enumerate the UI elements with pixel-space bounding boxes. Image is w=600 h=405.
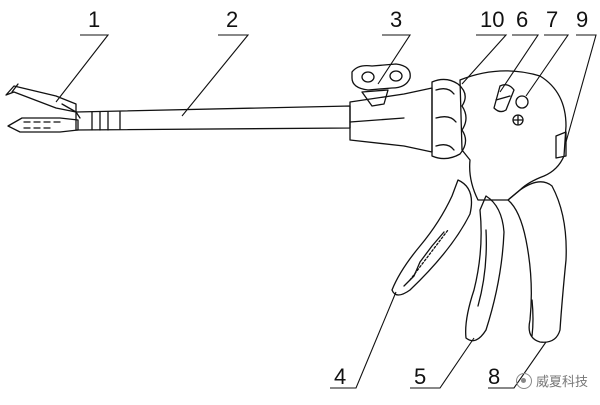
callout-10: 10 bbox=[480, 7, 504, 32]
fixed-grip bbox=[507, 181, 567, 343]
callout-8: 8 bbox=[488, 364, 500, 389]
watermark-text: 威夏科技 bbox=[535, 375, 588, 390]
upper-jaw bbox=[5, 85, 77, 113]
lower-jaw bbox=[7, 117, 79, 133]
callout-5: 5 bbox=[414, 364, 426, 389]
callout-2: 2 bbox=[226, 7, 238, 32]
callout-3: 3 bbox=[390, 7, 402, 32]
rotation-knob bbox=[351, 63, 411, 107]
callout-9: 9 bbox=[576, 7, 588, 32]
rotation-collar bbox=[431, 78, 467, 160]
callout-7: 7 bbox=[546, 7, 558, 32]
handle-body bbox=[459, 70, 567, 201]
firing-trigger bbox=[465, 195, 505, 342]
callout-1: 1 bbox=[88, 7, 100, 32]
watermark: 威夏科技 bbox=[515, 371, 588, 390]
leader-lines bbox=[55, 34, 597, 389]
callout-4: 4 bbox=[334, 364, 346, 389]
logo-icon bbox=[515, 372, 532, 389]
shaft bbox=[75, 105, 351, 131]
indicator-7 bbox=[515, 95, 529, 109]
callout-6: 6 bbox=[516, 7, 528, 32]
handle-nose bbox=[349, 87, 433, 153]
secondary-trigger bbox=[391, 179, 473, 296]
release-9 bbox=[555, 131, 567, 159]
callout-labels: 1 2 3 10 6 7 9 4 5 8 bbox=[88, 7, 588, 389]
jaw-assembly bbox=[5, 83, 81, 133]
